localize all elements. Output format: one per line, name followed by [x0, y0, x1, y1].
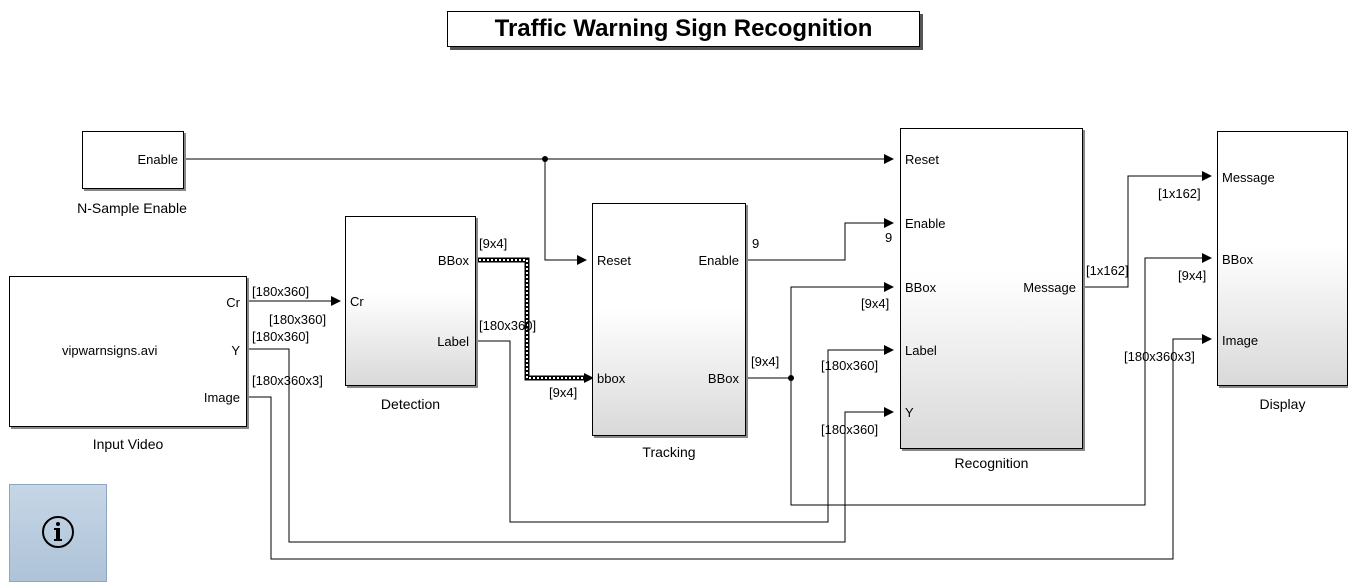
- signal-label: [180x360]: [821, 358, 879, 373]
- signal-label: [180x360x3]: [252, 373, 323, 388]
- display-block[interactable]: Message BBox Image: [1217, 131, 1348, 386]
- tracking-caption: Tracking: [642, 444, 696, 460]
- detection-caption: Detection: [380, 396, 441, 412]
- signal-label: [180x360]: [479, 318, 537, 333]
- signal-label: [9x4]: [549, 385, 578, 400]
- info-icon: [42, 516, 74, 548]
- wire-track-enable: [745, 218, 894, 261]
- signal-label: [180x360]: [821, 422, 879, 437]
- port-bbox-in: BBox: [905, 280, 937, 295]
- tracking-block[interactable]: Reset bbox Enable BBox: [592, 203, 746, 436]
- input-video-filename: vipwarnsigns.avi: [62, 343, 158, 358]
- port-bbox-in: bbox: [597, 371, 626, 386]
- recognition-caption: Recognition: [954, 455, 1029, 471]
- port-y-in: Y: [905, 405, 914, 420]
- wire-y: [246, 348, 894, 543]
- signal-label: [9x4]: [861, 296, 890, 311]
- port-label-out: Label: [437, 334, 469, 349]
- display-caption: Display: [1259, 396, 1306, 412]
- port-enable-in: Enable: [905, 216, 946, 231]
- detection-block[interactable]: Cr BBox Label: [345, 216, 476, 386]
- port-enable: Enable: [137, 152, 178, 167]
- port-message-out: Message: [1023, 280, 1076, 295]
- wire-message: [1082, 171, 1212, 288]
- recognition-block[interactable]: Reset Enable BBox Label Y Message: [900, 128, 1083, 449]
- wire-label: [475, 340, 894, 523]
- signal-label: [180x360]: [252, 284, 310, 299]
- info-button[interactable]: [9, 484, 107, 582]
- port-message-in: Message: [1222, 170, 1275, 185]
- signal-label: [1x162]: [1158, 186, 1201, 201]
- signal-label: [1x162]: [1086, 263, 1129, 278]
- signal-label: [9x4]: [479, 236, 508, 251]
- port-y: Y: [231, 343, 240, 358]
- wire-track-bbox: [745, 282, 894, 379]
- port-enable-out: Enable: [698, 253, 739, 268]
- signal-label: 9: [885, 230, 893, 245]
- signal-label: [9x4]: [751, 354, 780, 369]
- wire-bbox-to-display: [790, 253, 1212, 506]
- port-bbox-out: BBox: [437, 253, 469, 268]
- port-cr: Cr: [226, 295, 240, 310]
- signal-label: [180x360x3]: [1124, 349, 1195, 364]
- input-video-caption: Input Video: [92, 436, 164, 452]
- bus-wire-bbox: [475, 257, 594, 383]
- junction-dot: [788, 375, 794, 381]
- port-reset-in: Reset: [905, 152, 939, 167]
- port-bbox-out: BBox: [707, 371, 739, 386]
- port-image: Image: [203, 390, 240, 405]
- port-image-in: Image: [1222, 333, 1259, 348]
- port-reset-in: Reset: [597, 253, 631, 268]
- diagram-title: Traffic Warning Sign Recognition: [447, 11, 920, 47]
- signal-label: [180x360]: [252, 329, 310, 344]
- signal-label: [9x4]: [1178, 268, 1207, 283]
- port-label-in: Label: [905, 343, 937, 358]
- n-sample-enable-caption: N-Sample Enable: [77, 200, 187, 216]
- signal-label: 9: [752, 236, 760, 251]
- input-video-block[interactable]: Cr vipwarnsigns.avi Y Image: [9, 276, 247, 427]
- signal-label: [180x360]: [269, 312, 327, 327]
- port-bbox-in: BBox: [1222, 252, 1254, 267]
- wire-image: [246, 334, 1212, 560]
- junction-dot: [542, 156, 548, 162]
- port-cr-in: Cr: [350, 294, 364, 309]
- n-sample-enable-block[interactable]: Enable: [82, 131, 184, 189]
- wire-enable-to-track-reset: [544, 159, 587, 265]
